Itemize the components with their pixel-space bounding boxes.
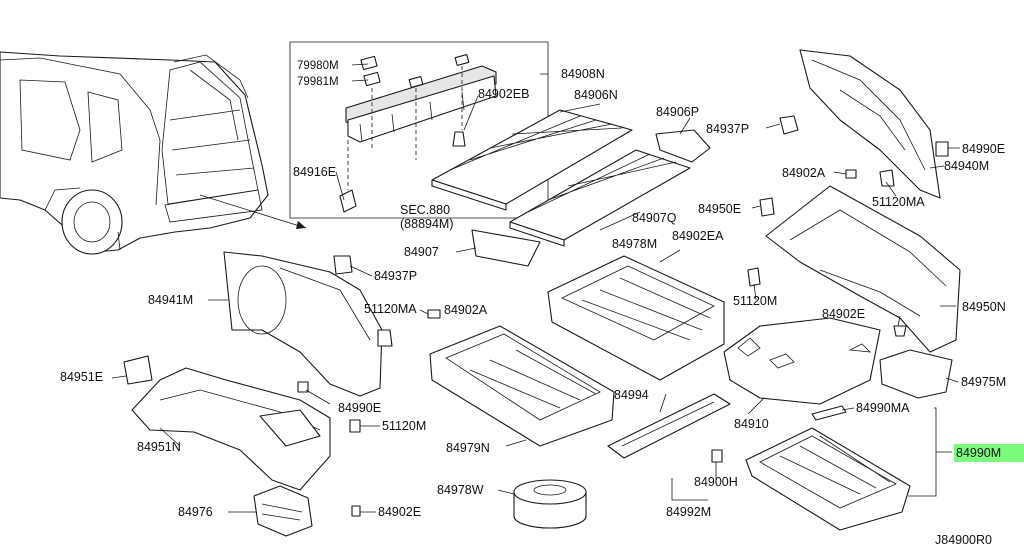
label-84902A-upper: 84902A xyxy=(782,166,826,180)
label-84916E: 84916E xyxy=(293,165,336,179)
left-upper-trim xyxy=(208,251,441,405)
label-84907: 84907 xyxy=(404,245,439,259)
floor-board xyxy=(723,317,881,415)
rear-finisher xyxy=(607,393,731,501)
tire-foam xyxy=(497,479,587,529)
label-84975M: 84975M xyxy=(961,375,1006,389)
floor-boards xyxy=(431,103,711,267)
label-79981M: 79981M xyxy=(297,76,339,88)
label-84992M: 84992M xyxy=(666,505,711,519)
label-84951N: 84951N xyxy=(137,440,181,454)
label-84902A-lower: 84902A xyxy=(444,303,488,317)
label-84950N: 84950N xyxy=(962,300,1006,314)
label-84937P-upper: 84937P xyxy=(706,122,749,136)
lower-bracket xyxy=(228,485,376,537)
cargo-trays xyxy=(429,249,725,447)
label-84906P: 84906P xyxy=(656,105,699,119)
vehicle-illustration xyxy=(0,51,307,255)
label-84900H: 84900H xyxy=(694,475,738,489)
label-84990MA: 84990MA xyxy=(856,401,910,415)
left-lower-trim xyxy=(111,355,380,491)
label-84902EB: 84902EB xyxy=(478,87,529,101)
label-51120M-lower: 51120M xyxy=(382,419,426,433)
label-79980M: 79980M xyxy=(297,60,339,72)
label-84902EA: 84902EA xyxy=(672,229,724,243)
label-84906N: 84906N xyxy=(574,88,618,102)
label-84937P-lower: 84937P xyxy=(374,269,417,283)
label-84941M: 84941M xyxy=(148,293,193,307)
label-51120M-upper: 51120M xyxy=(733,294,777,308)
rear-cover-group xyxy=(289,41,549,219)
label-84990E-lower: 84990E xyxy=(338,401,381,415)
label-84902E-lower: 84902E xyxy=(378,505,421,519)
diagram-code: J84900R0 xyxy=(935,533,992,547)
right-upper-trim xyxy=(765,49,960,199)
label-84990M: 84990M xyxy=(956,446,1001,460)
label-84979N: 84979N xyxy=(446,441,490,455)
label-84940M: 84940M xyxy=(944,159,989,173)
label-84907Q: 84907Q xyxy=(632,211,677,225)
label-51120MA-lower: 51120MA xyxy=(364,302,417,316)
label-84950E: 84950E xyxy=(698,202,741,216)
right-lower-trim xyxy=(747,185,961,353)
label-84910: 84910 xyxy=(734,417,769,431)
side-boxes xyxy=(745,349,959,531)
label-84951E: 84951E xyxy=(60,370,103,384)
highlight-84990M xyxy=(954,444,1024,462)
label-51120MA-upper: 51120MA xyxy=(872,195,925,209)
label-84978W: 84978W xyxy=(437,483,484,497)
label-sec-code: SEC.880 xyxy=(400,203,450,217)
label-84908N: 84908N xyxy=(561,67,605,81)
label-84902E-upper: 84902E xyxy=(822,307,865,321)
label-84990E-upper: 84990E xyxy=(962,142,1005,156)
label-sec-ref: (88894M) xyxy=(400,217,454,231)
label-84976: 84976 xyxy=(178,505,213,519)
label-84978M: 84978M xyxy=(612,237,657,251)
label-84994: 84994 xyxy=(614,388,649,402)
